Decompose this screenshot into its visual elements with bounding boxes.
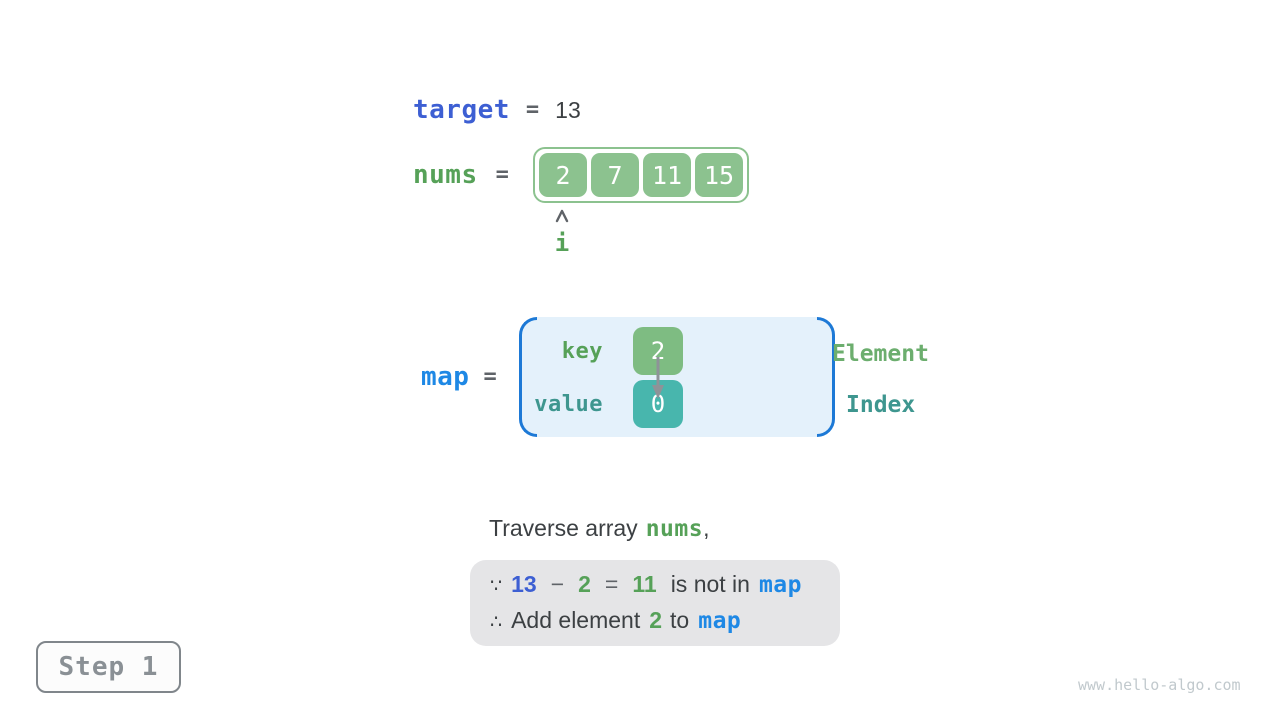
map-line: map = (421, 364, 497, 390)
therefore-symbol: ∴ (490, 612, 503, 633)
value-label: value (534, 392, 603, 417)
operand-target: 13 (511, 571, 537, 597)
target-label: target (413, 95, 510, 125)
caption-nums-token: nums (645, 516, 704, 542)
minus-sign: − (550, 571, 565, 597)
note-text: to (670, 607, 690, 633)
array-cell: 7 (591, 153, 639, 197)
right-bracket-icon (817, 317, 835, 437)
array-cell: 11 (643, 153, 691, 197)
because-symbol: ∵ (490, 576, 503, 597)
equals-sign: = (483, 364, 497, 389)
key-label: key (561, 339, 603, 364)
map-token: map (758, 572, 802, 598)
map-token: map (698, 608, 742, 634)
step-badge: Step 1 (36, 641, 181, 693)
caption-comma: , (703, 515, 710, 541)
operand-element: 2 (578, 571, 591, 597)
legend-element: Element (832, 341, 929, 367)
watermark: www.hello-algo.com (1078, 676, 1241, 694)
legend-index: Index (846, 392, 916, 418)
note-panel: ∵ 13 − 2 = 11 is not in map ∴ Add elemen… (470, 560, 840, 646)
caption-line: Traverse array nums , (489, 517, 709, 541)
index-pointer-label: i (554, 229, 570, 257)
nums-array: 2 7 11 15 (533, 147, 749, 203)
difference-value: 11 (632, 571, 657, 597)
note-text: Add element (511, 607, 641, 633)
key-to-value-arrow-icon (652, 357, 664, 399)
map-label: map (421, 362, 470, 392)
nums-line: nums = (413, 162, 509, 188)
array-cell: 15 (695, 153, 743, 197)
index-pointer-icon (555, 209, 569, 223)
note-text: is not in (670, 571, 750, 597)
target-value: 13 (555, 96, 581, 123)
equals-sign: = (495, 162, 509, 187)
array-cell: 2 (539, 153, 587, 197)
equals-sign: = (604, 571, 619, 597)
caption-text: Traverse array (489, 515, 638, 541)
note-line-2: ∴ Add element 2 to map (490, 609, 741, 633)
note-line-1: ∵ 13 − 2 = 11 is not in map (490, 573, 802, 597)
element-value: 2 (649, 607, 663, 633)
equals-sign: = (525, 97, 540, 122)
nums-label: nums (413, 160, 478, 190)
map-container: key 2 value 0 (519, 317, 835, 437)
target-line: target = 13 (413, 97, 581, 123)
left-bracket-icon (519, 317, 537, 437)
